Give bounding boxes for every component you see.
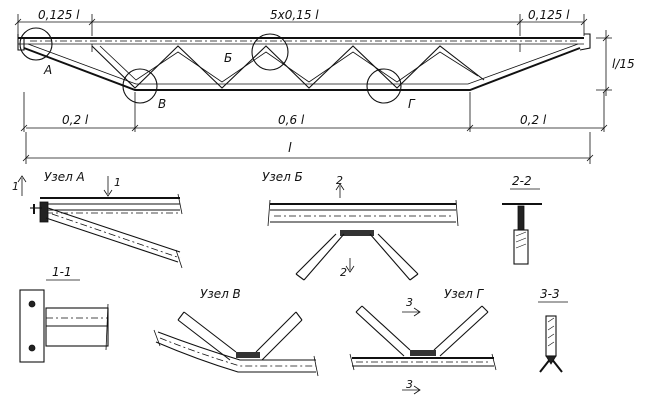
dim-left-top: 0,125 l [38, 8, 80, 22]
section-3-bottom-label: 3 [406, 378, 413, 391]
dim-right-bottom: 0,2 l [520, 113, 547, 127]
node-label-a: А [43, 63, 52, 77]
node-circle-v [122, 68, 158, 104]
detail-node-b: Узел Б 2 2 [262, 170, 459, 281]
title-section-1: 1-1 [52, 265, 72, 279]
truss-elevation: А Б В Г [17, 27, 591, 111]
dim-span: l [288, 141, 292, 156]
detail-node-v: Узел В [153, 287, 319, 377]
detail-node-a: Узел А 1 1 [12, 170, 183, 269]
title-node-g: Узел Г [444, 287, 485, 301]
node-circle-g [366, 68, 402, 104]
detail-node-g: Узел Г 3 3 [349, 287, 497, 395]
section-1-left-label: 1 [12, 180, 19, 193]
dim-right-top: 0,125 l [528, 8, 570, 22]
node-label-b: Б [224, 51, 232, 65]
title-node-a: Узел А [44, 170, 85, 184]
section-3-top-label: 3 [406, 296, 413, 309]
dim-left-bottom: 0,2 l [62, 113, 89, 127]
section-1-1: 1-1 [19, 265, 109, 363]
dim-height: l/15 [612, 57, 635, 71]
section-2-2: 2-2 [502, 174, 542, 265]
title-node-v: Узел В [200, 287, 241, 301]
dim-middle-bottom: 0,6 l [278, 113, 305, 127]
section-3-3: 3-3 [538, 287, 568, 373]
dimension-lines: 0,125 l 5x0,15 l 0,125 l l/15 0,2 l 0,6 … [14, 8, 635, 164]
node-circle-b [251, 33, 289, 71]
section-1-right-label: 1 [114, 176, 121, 189]
node-label-v: В [158, 97, 166, 111]
node-circle-a [19, 27, 53, 61]
dim-panels-top: 5x0,15 l [270, 8, 319, 22]
bottom-chord [23, 47, 581, 91]
left-support [17, 34, 25, 51]
title-node-b: Узел Б [262, 170, 303, 184]
node-label-g: Г [408, 97, 416, 111]
section-2-bottom-label: 2 [340, 266, 347, 279]
right-support [579, 33, 591, 51]
title-section-3: 3-3 [540, 287, 560, 301]
section-2-top-label: 2 [336, 174, 343, 187]
title-section-2: 2-2 [512, 174, 532, 188]
